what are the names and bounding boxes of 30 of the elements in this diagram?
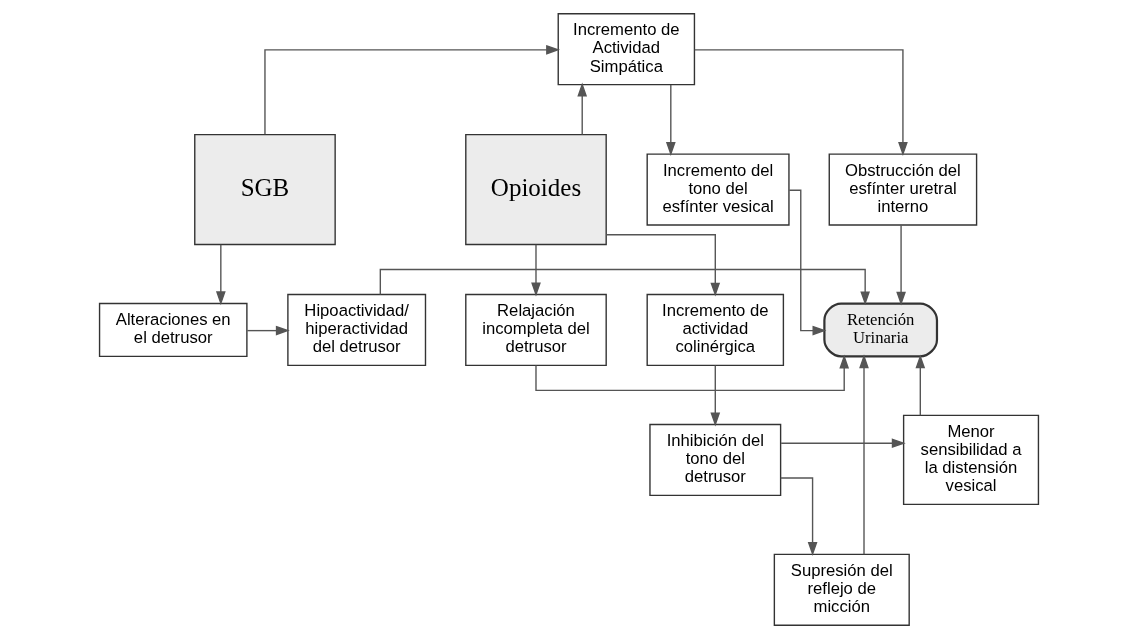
node-box: Inhibición del tono del detrusor [649, 423, 782, 496]
arrow [577, 82, 588, 136]
node-box: Opioides [465, 133, 607, 246]
node-box: Retención Urinaria [823, 302, 939, 358]
node-box: Obstrucción del esfínter uretral interno [828, 153, 978, 226]
node-box: Supresión del reflejo de micción [773, 553, 910, 626]
arrow [780, 477, 818, 556]
arrow [896, 224, 906, 306]
arrow [264, 45, 561, 136]
arrow [780, 438, 906, 449]
node-box: Menor sensibilidad a la distensión vesical [902, 414, 1040, 506]
arrow [379, 268, 871, 306]
arrow [859, 354, 869, 555]
arrow [535, 354, 850, 392]
arrow [215, 243, 226, 306]
arrow [246, 325, 290, 336]
node-box: Relajación incompleta del detrusor [465, 293, 607, 367]
node-box: Alteraciones en el detrusor [98, 302, 248, 358]
arrow [605, 234, 721, 297]
node-box: Incremento de actividad colinérgica [646, 293, 785, 367]
arrow [694, 49, 908, 157]
arrow [788, 189, 827, 336]
arrow [531, 243, 541, 297]
arrow [710, 364, 721, 427]
node-box: Incremento de Actividad Simpática [557, 13, 696, 86]
arrow [915, 354, 926, 416]
node-box: SGB [194, 133, 336, 246]
node-box: Hipoactividad/ hiperactividad del detrusor [287, 293, 427, 367]
arrow [665, 84, 676, 156]
node-box: Incremento del tono del esfínter vesical [646, 153, 790, 226]
